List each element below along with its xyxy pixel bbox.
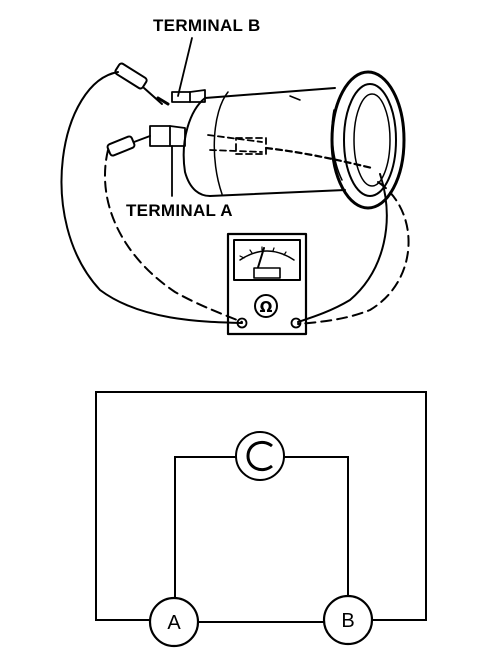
- node-a-circle: [148, 596, 200, 648]
- hidden-element: [207, 134, 374, 170]
- meter-knob: [254, 294, 278, 318]
- inner-loop-left: [174, 456, 236, 598]
- terminal-a-label: TERMINAL A: [126, 201, 233, 220]
- probe-a: [106, 135, 151, 157]
- circuit-schematic: [95, 391, 427, 648]
- socket-body: [182, 87, 346, 197]
- node-a-label: A: [167, 612, 181, 634]
- probe-b: [114, 62, 170, 106]
- terminal-b-label: TERMINAL B: [153, 16, 261, 35]
- terminal-b-leader: [177, 37, 193, 97]
- lead-solid-ring: [297, 173, 388, 323]
- meter-jack-left: [236, 317, 248, 329]
- lead-dashed-a: [104, 149, 243, 323]
- lead-dashed-b: [297, 181, 410, 325]
- heating-element-symbol: [235, 431, 285, 481]
- meter-symbol: Ω: [260, 298, 273, 316]
- lead-solid: [60, 71, 243, 324]
- inner-loop-right: [284, 456, 349, 596]
- meter-jack-right: [290, 317, 302, 329]
- node-b-label: B: [341, 610, 354, 632]
- terminal-a: [149, 125, 186, 147]
- socket-ring: [330, 70, 406, 210]
- ohmmeter: [226, 232, 308, 336]
- lighter-socket-illustration: [60, 37, 410, 336]
- node-b-circle: [322, 594, 374, 646]
- outer-loop: [95, 391, 427, 621]
- terminal-b: [171, 89, 206, 103]
